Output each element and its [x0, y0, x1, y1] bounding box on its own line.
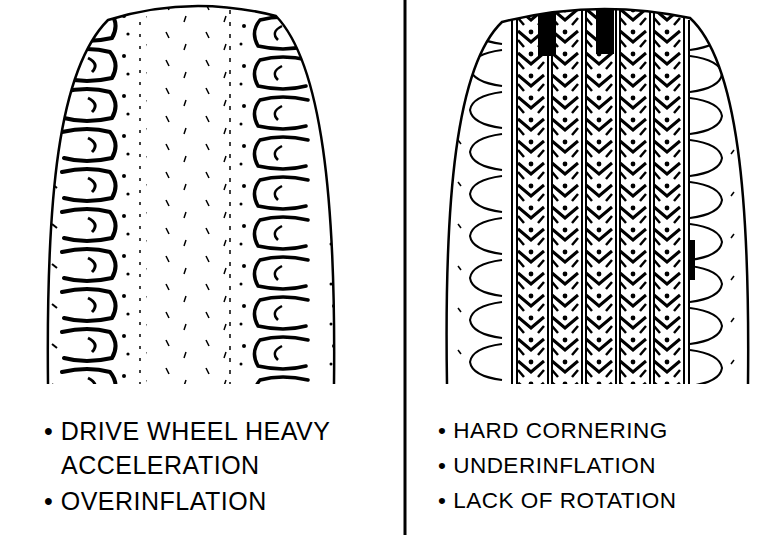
cause-label: • UNDERINFLATION	[438, 449, 770, 483]
cause-label: • LACK OF ROTATION	[438, 484, 770, 518]
cause-label: • DRIVE WHEEL HEAVY ACCELERATION	[44, 414, 417, 482]
rib-grooves	[512, 6, 689, 384]
groove-line	[229, 10, 231, 384]
left-tire-tread	[48, 0, 336, 384]
cause-label: • HARD CORNERING	[438, 414, 770, 448]
right-tire-tread	[447, 0, 750, 384]
tread-block	[596, 4, 614, 54]
groove-line	[139, 10, 141, 384]
tire-outline	[447, 9, 749, 384]
center-tread	[514, 0, 684, 384]
tread-block	[690, 240, 695, 280]
shoulder-tread	[684, 0, 750, 384]
cause-label: • OVERINFLATION	[44, 484, 417, 518]
tire-outline	[48, 6, 334, 384]
shoulder-tread	[48, 0, 140, 384]
shoulder-tread	[232, 0, 336, 384]
divider-line	[404, 0, 407, 535]
worn-center	[146, 0, 228, 384]
